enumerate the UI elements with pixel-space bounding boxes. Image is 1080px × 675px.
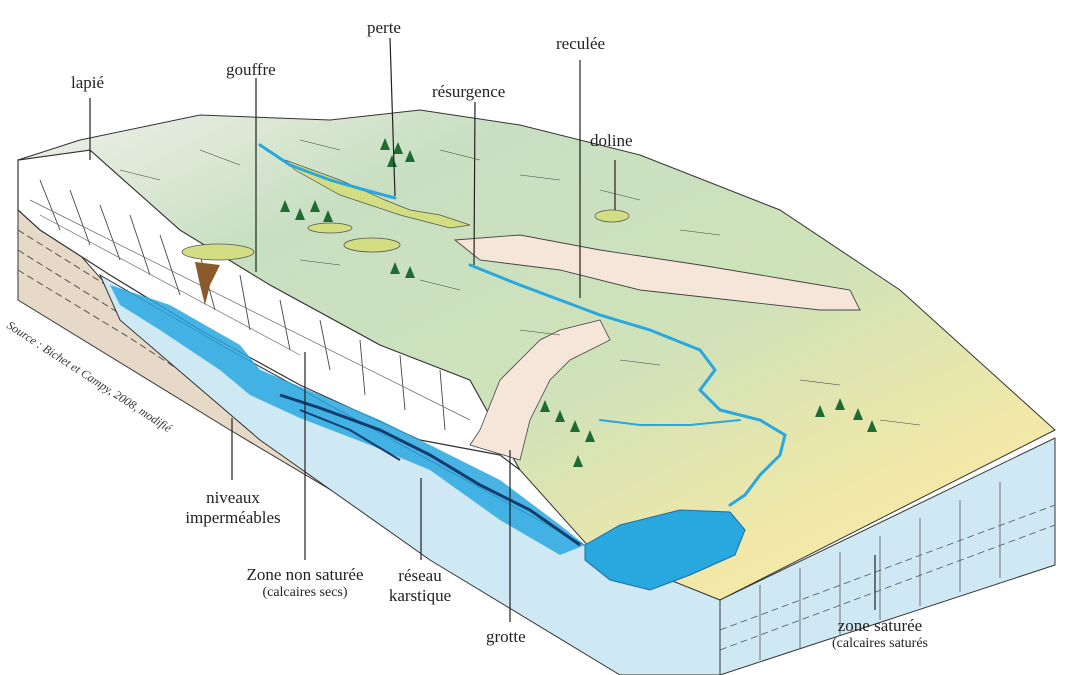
- lake: [584, 509, 746, 591]
- label-niveaux-line1: niveaux: [206, 488, 260, 507]
- label-reseau-karstique: réseau karstique: [380, 566, 460, 606]
- label-zone-saturee: zone saturée (calcaires saturés: [815, 616, 945, 652]
- leader-lines: [89, 37, 876, 622]
- label-grotte: grotte: [486, 627, 526, 646]
- label-zone-saturee-sub: (calcaires saturés: [832, 636, 928, 651]
- label-perte: perte: [367, 18, 401, 37]
- label-doline: doline: [590, 131, 633, 150]
- label-reculee: reculée: [556, 34, 606, 53]
- label-resurgence: résurgence: [432, 82, 506, 101]
- label-reseau-line1: réseau: [398, 566, 442, 585]
- label-gouffre: gouffre: [226, 60, 276, 79]
- gouffre-shaft: [195, 262, 220, 305]
- label-zone-non-saturee-title: Zone non saturée: [246, 565, 364, 584]
- label-niveaux-line2: imperméables: [185, 508, 281, 527]
- label-zone-non-saturee-sub: (calcaires secs): [262, 585, 348, 600]
- forests: [280, 138, 877, 467]
- label-lapie: lapié: [71, 73, 105, 92]
- label-zone-non-saturee: Zone non saturée (calcaires secs): [230, 565, 380, 601]
- dolines: [181, 159, 630, 261]
- rivers: [258, 143, 787, 507]
- surface-fissures: [119, 139, 921, 426]
- karst-network: [110, 285, 585, 555]
- label-reseau-line2: karstique: [388, 586, 452, 605]
- label-niveaux-impermeables: niveaux imperméables: [183, 488, 283, 528]
- plateau-surface: [17, 109, 1056, 601]
- label-zone-saturee-title: zone saturée: [837, 616, 923, 635]
